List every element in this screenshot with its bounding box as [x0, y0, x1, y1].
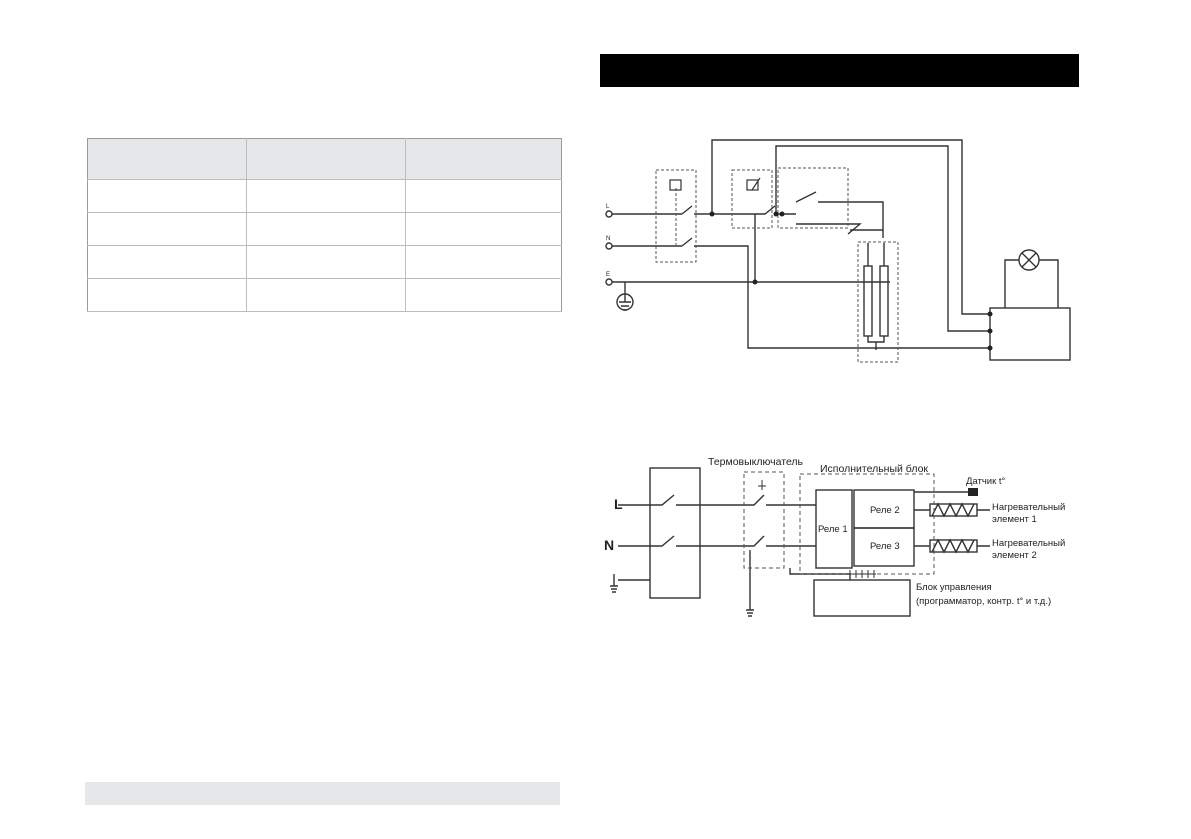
thermoswitch-box — [743, 471, 785, 569]
label-heater2-line1: Нагревательный — [992, 538, 1065, 549]
terminal-n — [605, 242, 613, 250]
table-row — [87, 179, 562, 213]
table-cell — [405, 179, 562, 213]
main-switch-box — [649, 467, 701, 599]
table-row — [87, 278, 562, 312]
label-heater1-line1: Нагревательный — [992, 502, 1065, 513]
table-header-cell — [405, 138, 562, 180]
table-cell — [246, 179, 406, 213]
table-cell — [87, 179, 247, 213]
table-header-cell — [87, 138, 247, 180]
label-d1-n: N — [606, 236, 610, 242]
label-control-line1: Блок управления — [916, 582, 992, 593]
label-heater1-line2: элемент 1 — [992, 514, 1037, 525]
sensor-icon — [968, 488, 978, 496]
relay3-box — [853, 527, 915, 567]
table-header-row — [87, 138, 562, 180]
label-thermoswitch: Термовыключатель — [708, 456, 804, 468]
label-relay1: Реле 1 — [818, 524, 848, 535]
control-block-box — [813, 579, 911, 617]
table-row — [87, 212, 562, 246]
table-header-cell — [246, 138, 406, 180]
table-cell — [405, 212, 562, 246]
label-control-line2: (программатор, контр. t° и т.д.) — [916, 596, 1051, 607]
label-sensor: Датчик t° — [966, 476, 1006, 487]
footer-bar — [85, 782, 560, 805]
section-header-bar — [600, 54, 1079, 87]
table-row — [87, 245, 562, 279]
table-cell — [405, 278, 562, 312]
table-cell — [246, 245, 406, 279]
label-relay2: Реле 2 — [870, 505, 900, 516]
terminal-e — [605, 278, 613, 286]
label-relay3: Реле 3 — [870, 541, 900, 552]
label-n: N — [604, 537, 614, 553]
table-cell — [405, 245, 562, 279]
label-exec-block: Исполнительный блок — [820, 463, 928, 475]
table-cell — [246, 212, 406, 246]
terminal-l — [605, 210, 613, 218]
relay1-box — [815, 489, 853, 569]
spec-table — [87, 138, 562, 312]
table-cell — [87, 212, 247, 246]
table-cell — [246, 278, 406, 312]
table-cell — [87, 245, 247, 279]
label-d1-l: L — [606, 204, 610, 210]
wiring-diagram-2: L N Термовыключатель Исполнительный блок… — [604, 456, 1065, 617]
label-d1-e: E — [606, 272, 610, 278]
table-cell — [87, 278, 247, 312]
wiring-diagram-1: L N E — [605, 139, 1071, 363]
label-heater2-line2: элемент 2 — [992, 550, 1037, 561]
label-l: L — [614, 496, 623, 512]
